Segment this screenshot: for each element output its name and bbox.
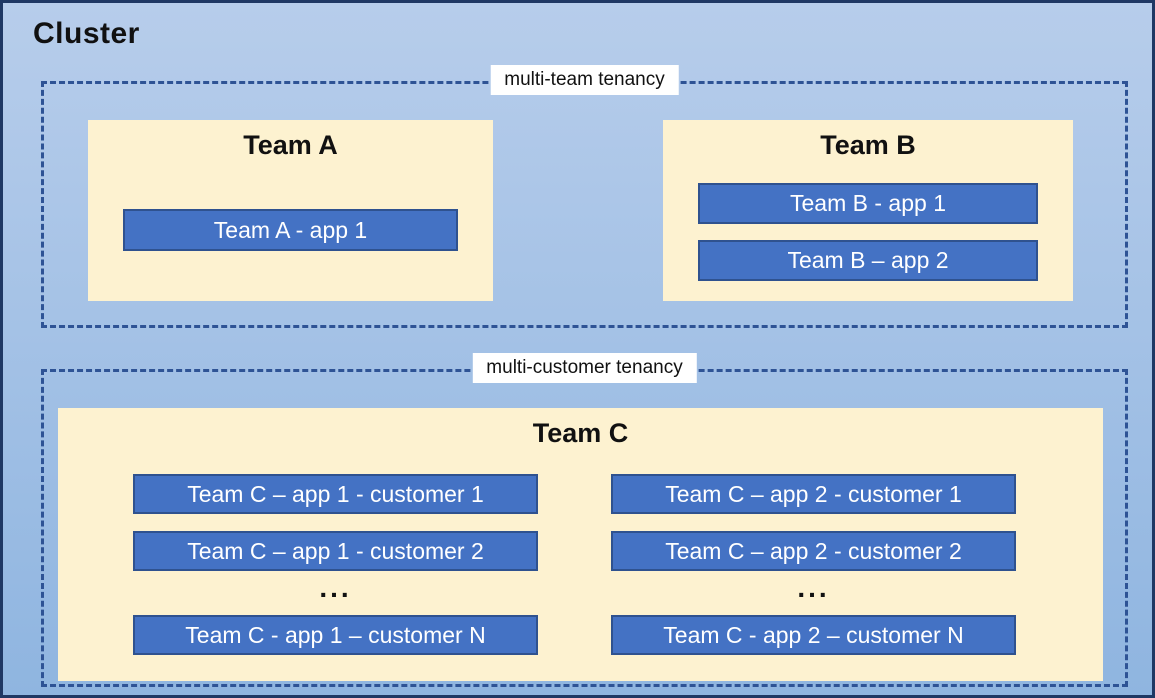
team-c-title: Team C xyxy=(532,418,629,448)
team-c-app2-ellipsis: ... xyxy=(797,572,830,603)
team-b-box: Team B Team B - app 1 Team B – app 2 xyxy=(663,120,1073,301)
team-c-app1-customer1-box: Team C – app 1 - customer 1 xyxy=(133,474,538,514)
team-c-app1-customerN-box: Team C - app 1 – customer N xyxy=(133,615,538,655)
team-c-app2-customer2-box: Team C – app 2 - customer 2 xyxy=(611,531,1016,571)
team-c-app1-customer2-box: Team C – app 1 - customer 2 xyxy=(133,531,538,571)
team-b-title: Team B xyxy=(820,130,916,160)
multi-customer-tenancy-label: multi-customer tenancy xyxy=(472,353,697,383)
team-c-box: Team C Team C – app 1 - customer 1 Team … xyxy=(58,408,1103,681)
multi-customer-tenancy-group: multi-customer tenancy Team C Team C – a… xyxy=(41,353,1128,687)
cluster-title: Cluster xyxy=(33,17,140,50)
team-c-app2-customer1-box: Team C – app 2 - customer 1 xyxy=(611,474,1016,514)
team-b-app-1-box: Team B - app 1 xyxy=(698,183,1038,224)
team-b-app-2-box: Team B – app 2 xyxy=(698,240,1038,281)
team-a-box: Team A Team A - app 1 xyxy=(88,120,493,301)
multi-team-tenancy-label: multi-team tenancy xyxy=(490,65,679,95)
multi-team-tenancy-group: multi-team tenancy Team A Team A - app 1… xyxy=(41,65,1128,328)
team-a-app-1-box: Team A - app 1 xyxy=(123,209,458,251)
team-c-app2-customerN-box: Team C - app 2 – customer N xyxy=(611,615,1016,655)
team-c-app1-ellipsis: ... xyxy=(319,572,352,603)
team-a-title: Team A xyxy=(243,130,338,160)
